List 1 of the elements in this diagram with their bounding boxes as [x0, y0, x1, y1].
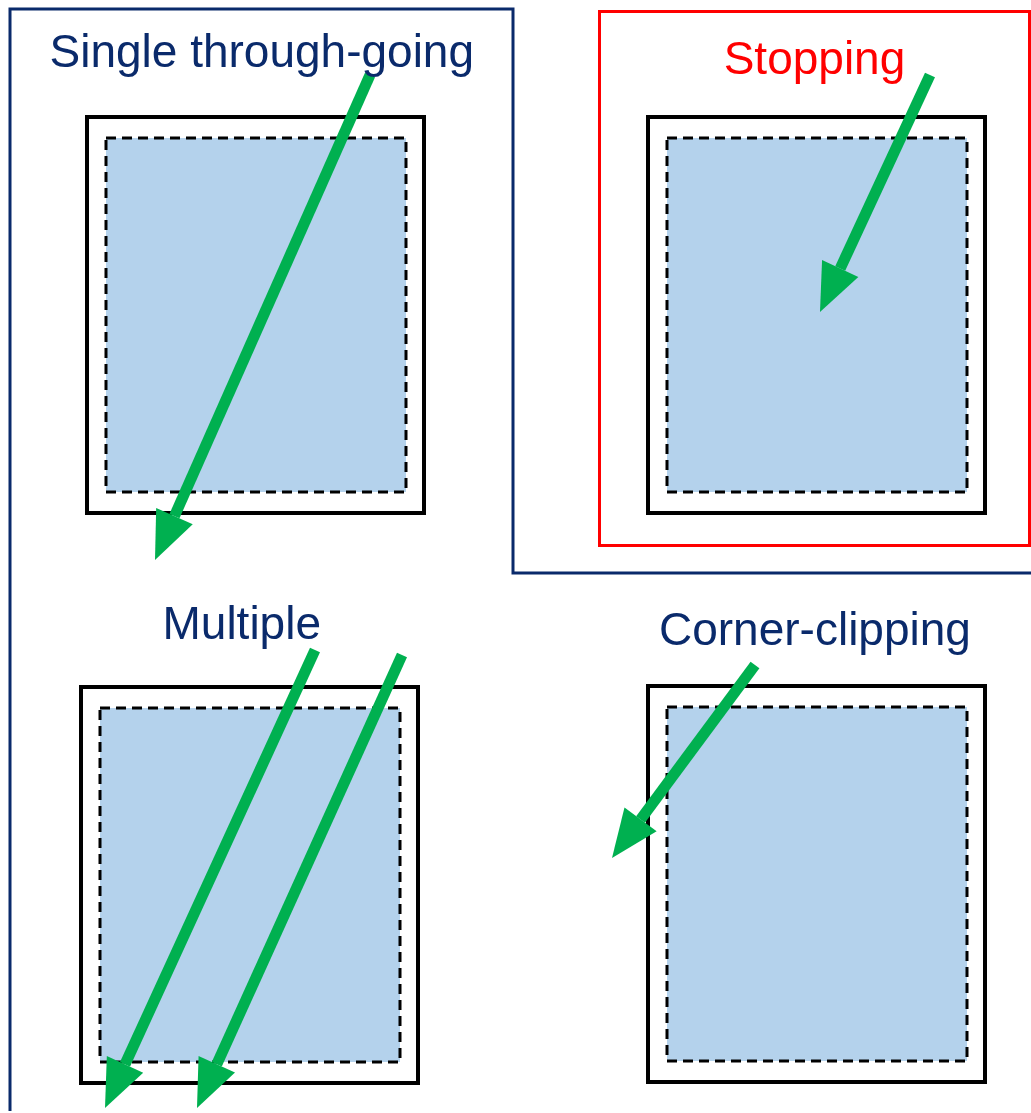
region-frame	[598, 10, 1031, 547]
